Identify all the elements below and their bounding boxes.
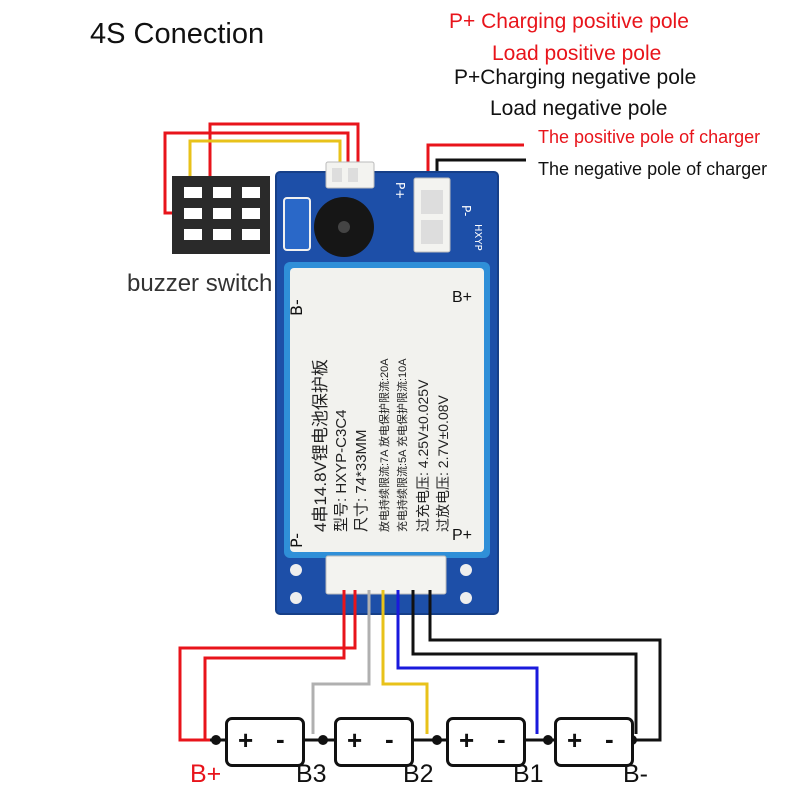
label-b1-terminal: B1 [513, 760, 544, 788]
connector-p-minus: P- [459, 205, 473, 216]
balance-wires [178, 590, 662, 742]
battery-minus: - [497, 724, 506, 754]
buzzer-switch-grid [172, 176, 270, 254]
spec-line-1: 型号: HXYP-C3C4 [333, 409, 350, 532]
spec-line-5: 过充电压: 4.25V±0.025V [415, 379, 431, 532]
spec-line-3: 放电持续限流:7A 放电保护限流:20A [377, 358, 391, 532]
label-b-minus-terminal: B- [623, 760, 648, 788]
spec-line-2: 尺寸: 74*33MM [353, 429, 370, 532]
label-b-plus: B+ [452, 289, 472, 306]
battery-plus: + [459, 725, 475, 755]
label-p-minus: P- [287, 533, 306, 548]
label-b2-terminal: B2 [403, 760, 434, 788]
battery-plus: + [238, 725, 254, 755]
battery-minus: - [385, 724, 394, 754]
label-charger-positive: The positive pole of charger [538, 127, 761, 147]
label-charging-positive: P+ Charging positive pole [449, 10, 689, 33]
board-spec-lines: 4串14.8V锂电池保护板 型号: HXYP-C3C4 尺寸: 74*33MM … [311, 358, 451, 532]
label-p-plus: P+ [452, 527, 472, 544]
connector-brand: HXYP [472, 224, 483, 251]
battery-cell: + - [446, 717, 526, 767]
spec-line-0: 4串14.8V锂电池保护板 [311, 359, 330, 532]
connector-p-plus: P+ [393, 182, 407, 199]
battery-minus: - [605, 724, 614, 754]
label-charger-negative: The negative pole of charger [538, 159, 768, 179]
label-load-positive: Load positive pole [492, 42, 662, 65]
label-buzzer-switch: buzzer switch [127, 270, 273, 297]
battery-cell: + - [225, 717, 305, 767]
battery-cell: + - [334, 717, 414, 767]
spec-line-6: 过放电压: 2.7V±0.08V [435, 394, 451, 532]
battery-minus: - [276, 724, 285, 754]
label-load-negative: Load negative pole [490, 97, 668, 120]
spec-line-4: 充电持续限流:5A 充电保护限流:10A [395, 358, 409, 532]
label-charging-negative: P+Charging negative pole [454, 66, 697, 89]
label-b-minus: B- [287, 299, 306, 316]
label-b3-terminal: B3 [296, 760, 327, 788]
battery-plus: + [567, 725, 583, 755]
battery-plus: + [347, 725, 363, 755]
diagram-title: 4S Conection [90, 18, 265, 50]
label-b-plus-terminal: B+ [190, 760, 222, 788]
protection-board: P- B- B+ P+ 4串14.8V锂电池保护板 型号: HXYP-C3C4 … [275, 161, 499, 615]
battery-cell: + - [554, 717, 634, 767]
